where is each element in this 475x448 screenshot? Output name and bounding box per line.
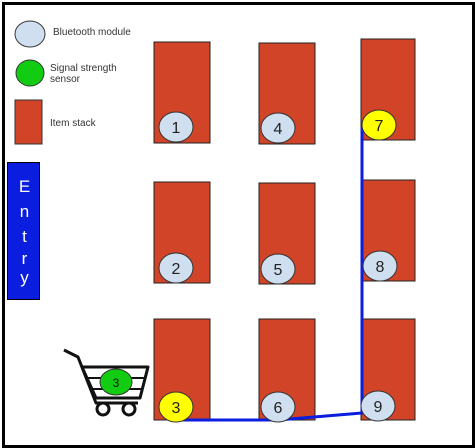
bluetooth-module-label: 2 — [172, 261, 181, 278]
bluetooth-module-node — [158, 252, 194, 284]
entry-letter: n — [19, 202, 30, 221]
bluetooth-modules: 1 4 7 2 5 8 3 6 9 — [158, 109, 398, 423]
entry-letter: t — [22, 227, 27, 246]
shopping-cart-icon: 3 — [63, 348, 150, 417]
cart-sensor-label: 3 — [113, 376, 120, 390]
bluetooth-module-label: 7 — [375, 118, 384, 135]
bluetooth-module-node — [362, 250, 398, 282]
bluetooth-module-node — [260, 112, 296, 144]
route-path — [176, 127, 364, 422]
entry-door: E n t r y — [7, 162, 40, 300]
legend-bluetooth-label: Bluetooth module — [53, 27, 131, 38]
bluetooth-module-label: 5 — [274, 262, 283, 279]
bluetooth-module-label: 8 — [376, 259, 385, 276]
item-stacks — [153, 38, 416, 421]
bluetooth-module-label: 3 — [172, 400, 181, 417]
bluetooth-module-node — [260, 391, 296, 423]
bluetooth-module-label: 1 — [172, 120, 181, 137]
bluetooth-module-node — [361, 109, 397, 141]
entry-letter: E — [18, 177, 31, 196]
bluetooth-module-node — [158, 111, 194, 143]
bluetooth-module-node — [260, 253, 296, 285]
legend-stack-label: Item stack — [50, 118, 96, 129]
legend-bluetooth-icon — [14, 20, 46, 48]
bluetooth-module-label: 9 — [374, 399, 383, 416]
cart-sensor — [99, 368, 133, 396]
legend-sensor-label-line2: sensor — [50, 74, 81, 85]
bluetooth-module-node — [360, 390, 396, 422]
bluetooth-module-node — [158, 391, 194, 423]
bluetooth-module-label: 6 — [274, 400, 283, 417]
entry-letter: r — [21, 249, 28, 268]
bluetooth-module-label: 4 — [274, 121, 283, 138]
legend-sensor-label: Signal strength sensor — [50, 63, 117, 85]
legend-stack-icon — [14, 99, 43, 145]
entry-letter: y — [20, 268, 29, 287]
legend-sensor-icon — [15, 59, 45, 87]
legend-sensor-label-line1: Signal strength — [50, 63, 117, 74]
